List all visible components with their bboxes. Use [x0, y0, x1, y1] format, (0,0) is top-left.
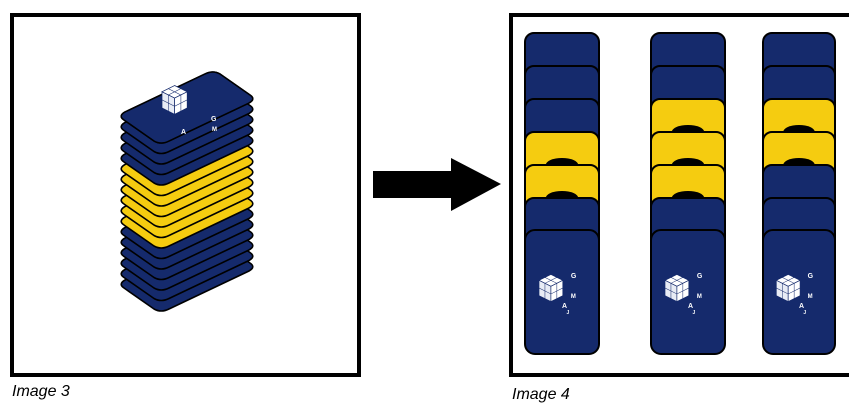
- logo-letter-a: A: [799, 303, 804, 310]
- logo-letter-m: M: [212, 127, 217, 133]
- logo-letter-m: M: [697, 294, 702, 300]
- logo-letter-j: J: [692, 310, 695, 316]
- caption-image-3: Image 3: [12, 383, 70, 400]
- cube-logo-icon: [161, 85, 188, 115]
- cube-logo-icon: [538, 274, 564, 302]
- right-arrow-icon: [373, 158, 501, 211]
- logo-letter-m: M: [571, 294, 576, 300]
- logo-letter-j: J: [566, 310, 569, 316]
- logo-letter-a: A: [181, 129, 186, 136]
- cube-logo-icon: [664, 274, 690, 302]
- top-card: A G M: [120, 71, 254, 144]
- logo-letter-g: G: [571, 273, 577, 280]
- logo-letter-a: A: [688, 303, 693, 310]
- caption-image-4: Image 4: [512, 386, 570, 403]
- logo-letter-j: J: [803, 310, 806, 316]
- cube-logo-icon: [775, 274, 801, 302]
- logo-letter-g: G: [211, 116, 217, 123]
- logo-letter-a: A: [562, 303, 567, 310]
- logo-letter-m: M: [808, 294, 813, 300]
- logo-letter-g: G: [808, 273, 814, 280]
- logo-letter-g: G: [697, 273, 703, 280]
